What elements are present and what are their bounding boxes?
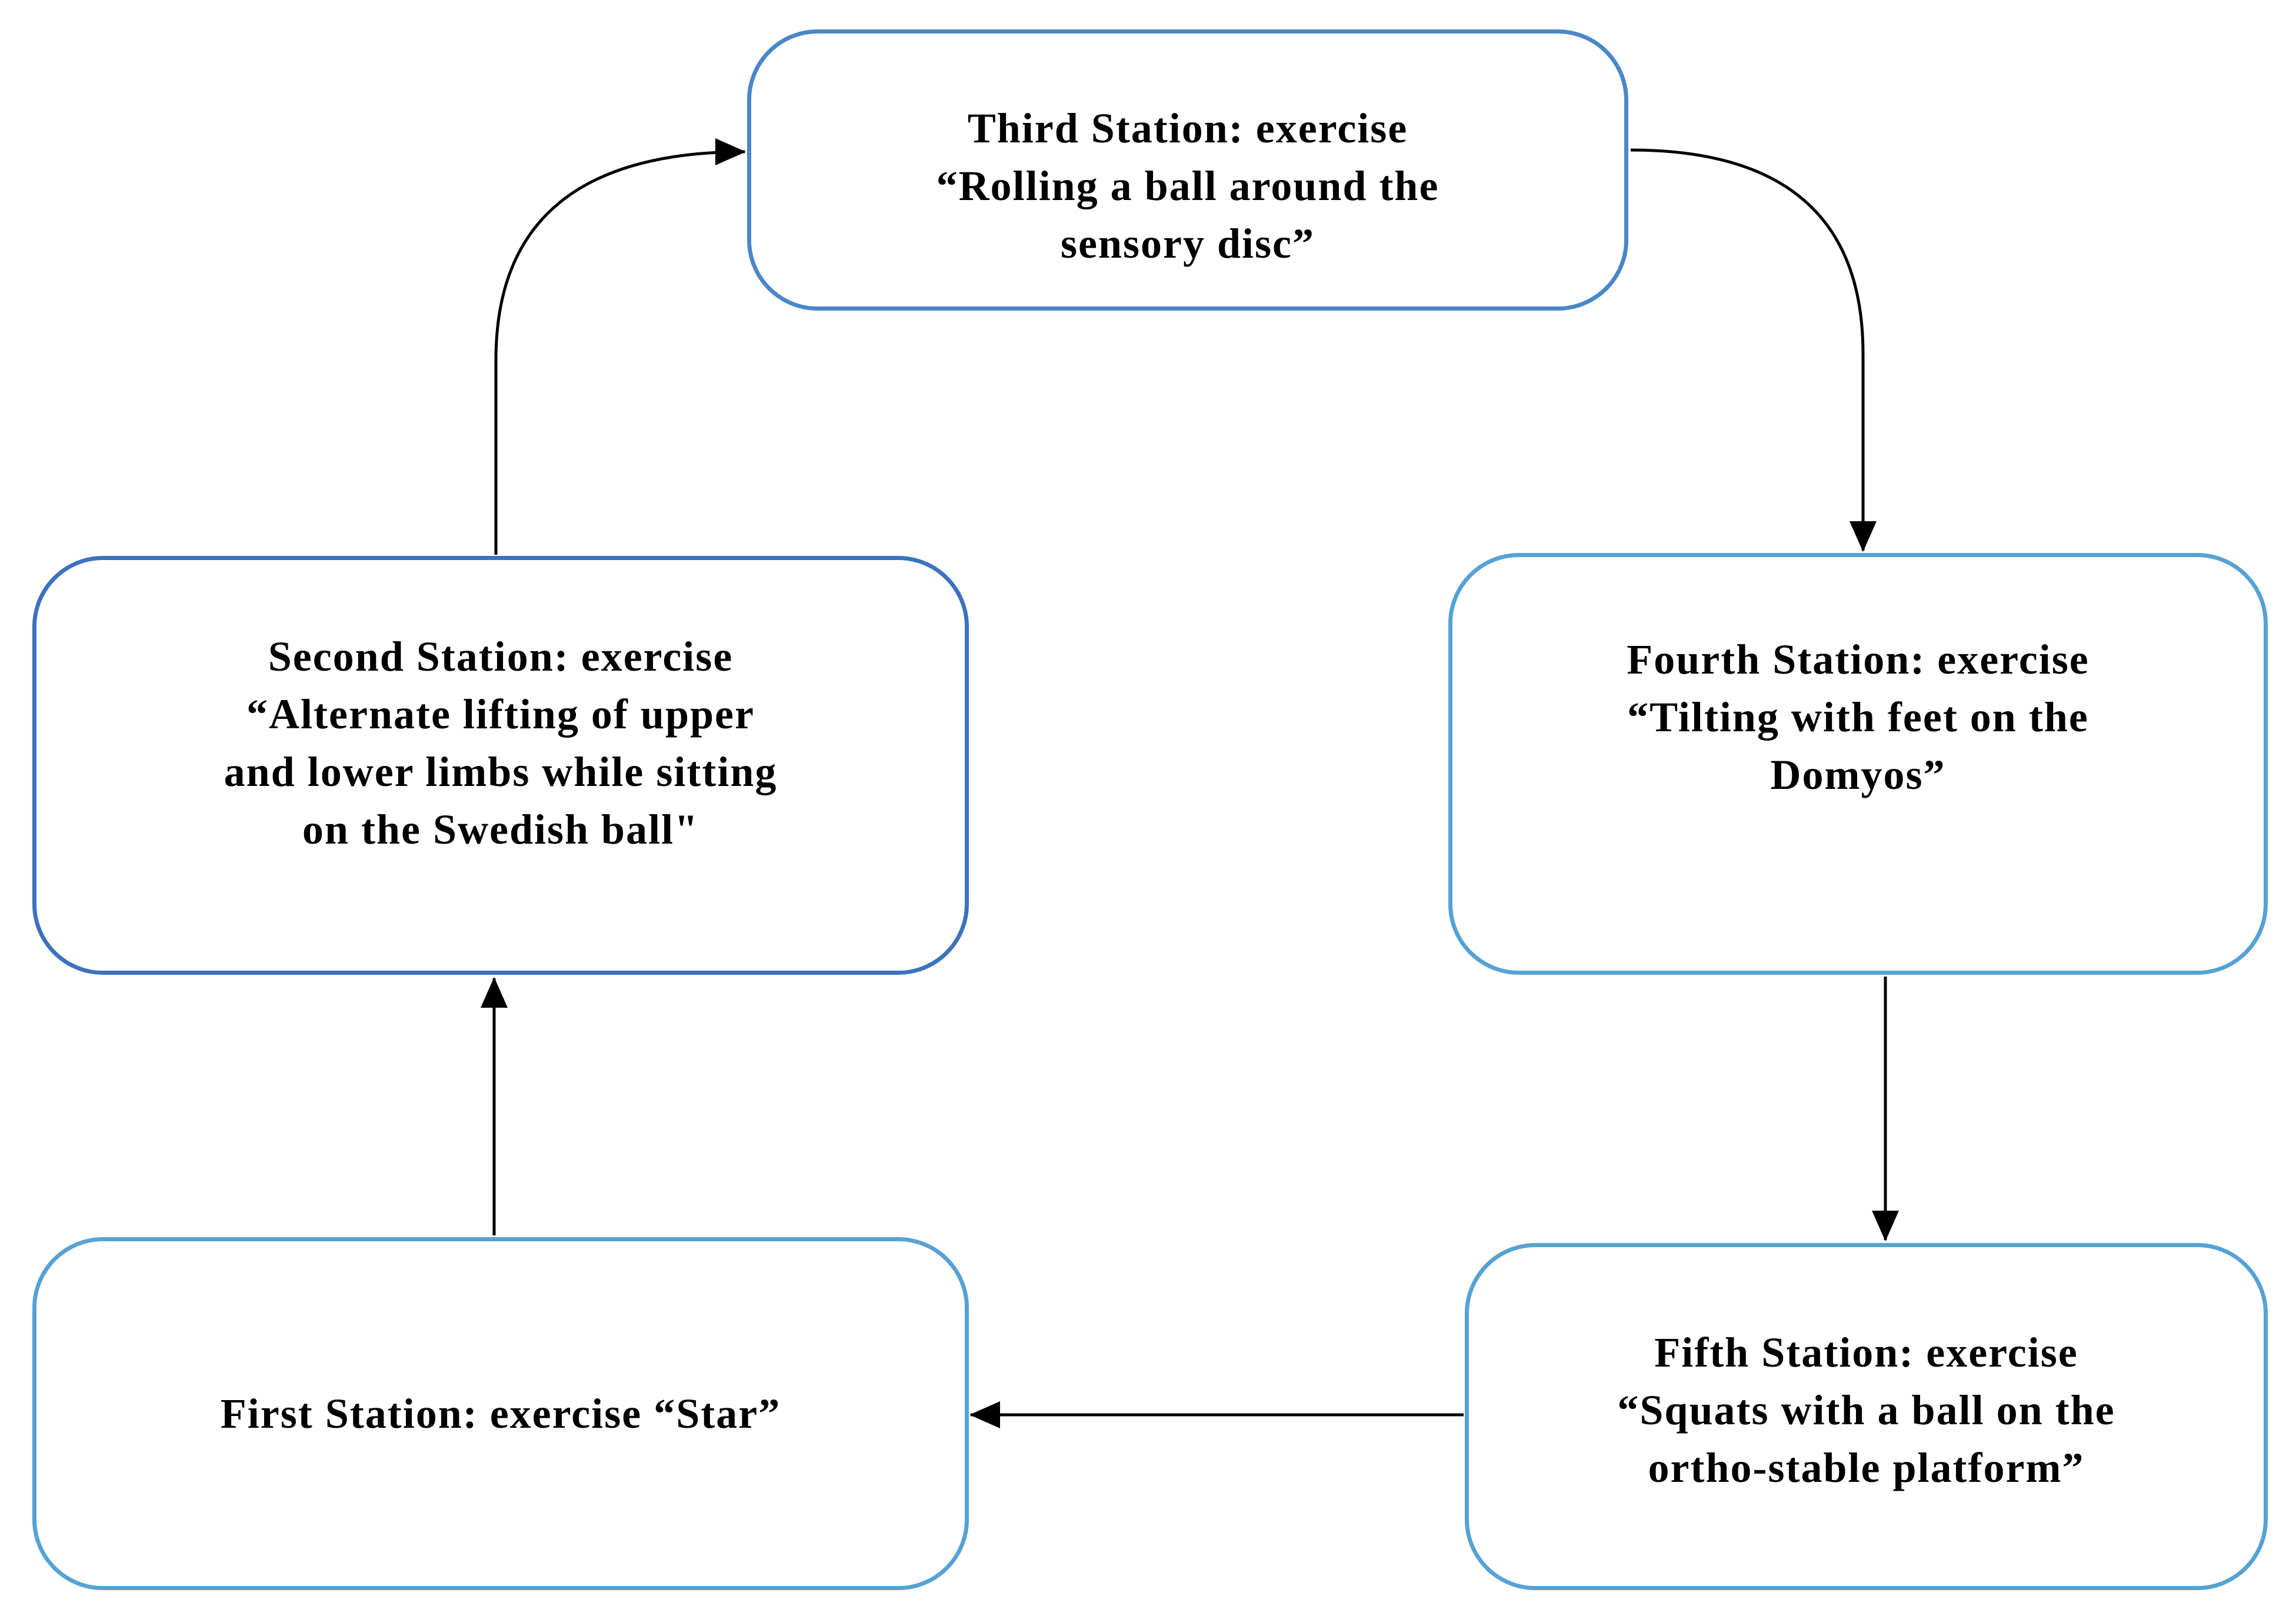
fourth-station-line-3: Domyos”	[1770, 751, 1946, 798]
second-station-line-1: Second Station: exercise	[268, 633, 734, 680]
second-station-line-4: on the Swedish ball"	[302, 806, 699, 853]
third-station-line-3: sensory disc”	[1060, 220, 1315, 267]
fifth-station-line-1: Fifth Station: exercise	[1654, 1329, 2078, 1376]
fourth-station-box: Fourth Station: exercise “Tilting with f…	[1448, 553, 2268, 975]
third-station-box: Third Station: exercise “Rolling a ball …	[747, 29, 1628, 311]
second-station-box: Second Station: exercise “Alternate lift…	[32, 556, 969, 975]
fifth-station-line-3: ortho-stable platform”	[1648, 1444, 2085, 1491]
second-station-line-3: and lower limbs while sitting	[224, 748, 778, 795]
second-station-line-2: “Alternate lifting of upper	[246, 691, 755, 738]
fourth-station-line-1: Fourth Station: exercise	[1627, 636, 2090, 683]
third-station-line-2: “Rolling a ball around the	[936, 162, 1439, 209]
third-station-line-1: Third Station: exercise	[967, 105, 1408, 152]
first-station-box: First Station: exercise “Star”	[32, 1237, 969, 1590]
arrow-third-to-fourth	[1630, 148, 1877, 552]
first-station-line-1: First Station: exercise “Star”	[220, 1390, 781, 1437]
fourth-station-line-2: “Tilting with feet on the	[1627, 694, 2089, 741]
fifth-station-box: Fifth Station: exercise “Squats with a b…	[1465, 1243, 2268, 1590]
arrow-second-to-third	[494, 138, 746, 555]
fifth-station-line-2: “Squats with a ball on the	[1617, 1387, 2115, 1434]
